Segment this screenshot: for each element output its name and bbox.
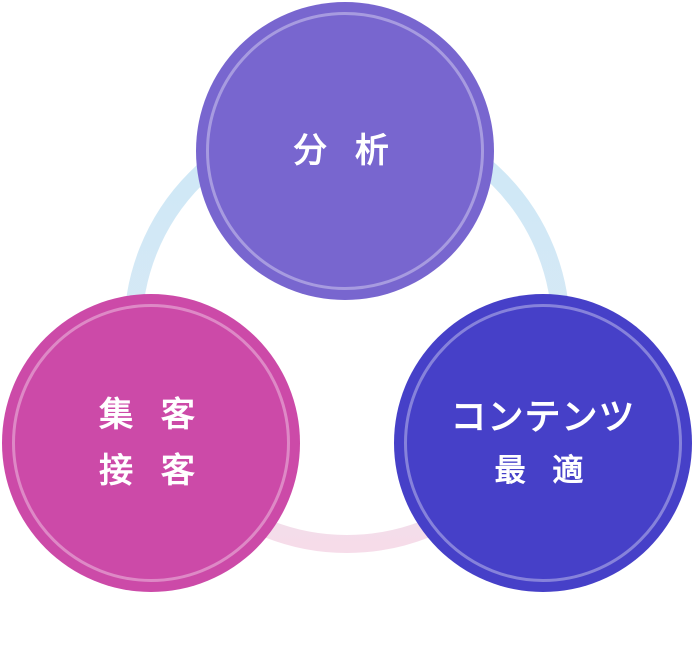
analysis-node: 分 析 [196, 2, 494, 300]
analysis-label: 分 析 [293, 130, 397, 171]
content-label-line-2: 最 適 [494, 453, 592, 489]
content-node: コンテンツ 最 適 [394, 294, 692, 592]
acquisition-node: 集 客 接 客 [2, 294, 300, 592]
acquisition-label-line-1: 集 客 [99, 394, 203, 435]
content-label-line-1: コンテンツ [450, 397, 636, 439]
acquisition-label-line-2: 接 客 [99, 451, 203, 491]
